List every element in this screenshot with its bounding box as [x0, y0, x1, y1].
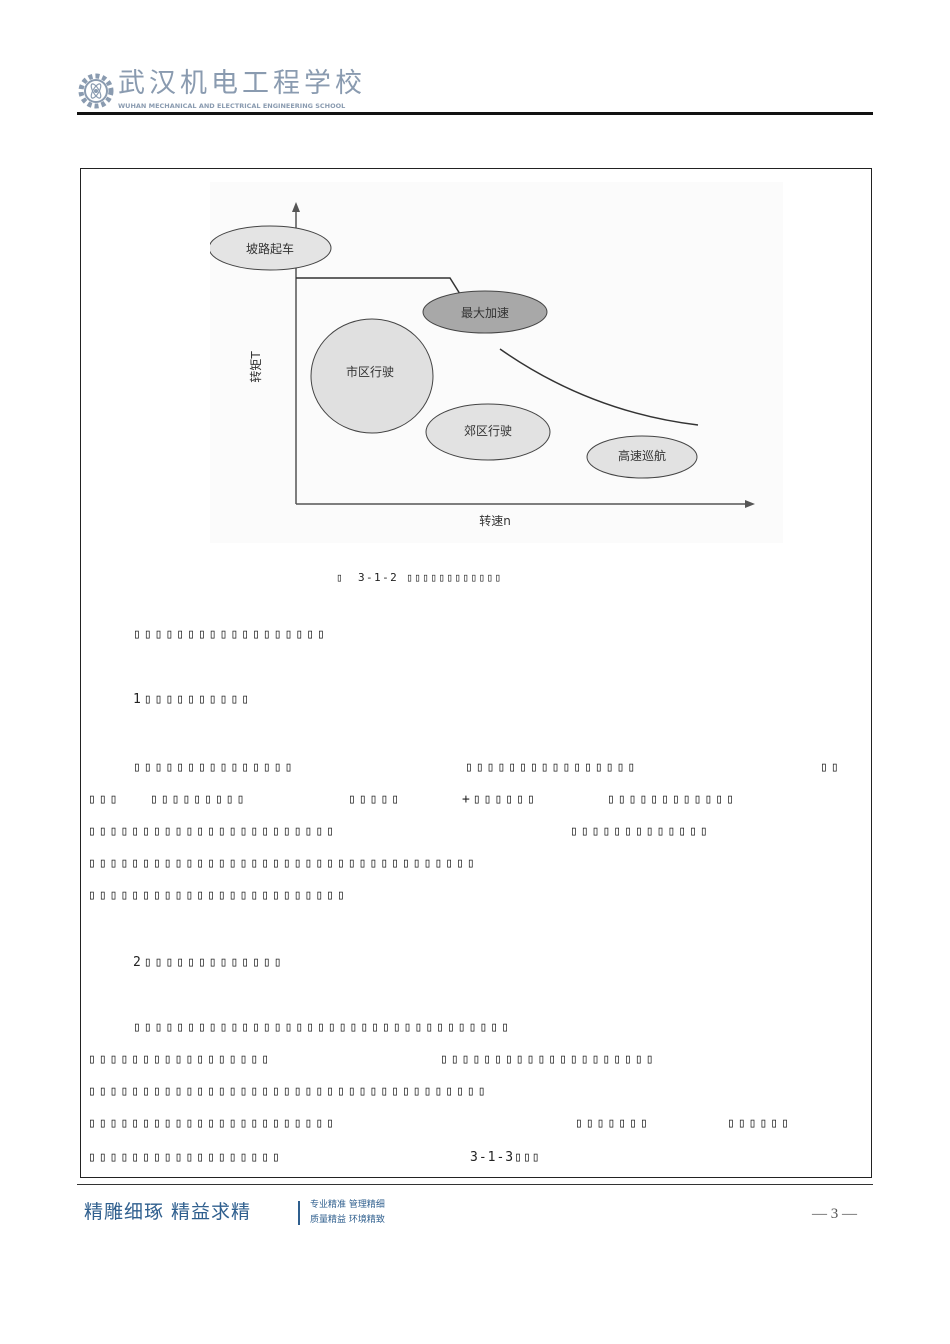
paragraph-line: ▯▯▯▯▯▯▯▯▯	[150, 792, 248, 807]
paragraph-line: ▯▯▯▯▯▯▯▯▯▯▯▯▯▯▯▯▯	[88, 1052, 273, 1067]
region-label: 郊区行驶	[464, 423, 512, 438]
y-axis-label: 转矩T	[248, 351, 263, 383]
figure-caption: 3-1-2 ▯▯▯▯▯▯▯▯▯▯▯▯	[358, 571, 503, 584]
school-name-en: WUHAN MECHANICAL AND ELECTRICAL ENGINEER…	[118, 102, 346, 110]
region-label: 市区行驶	[346, 364, 394, 379]
content-frame	[80, 168, 872, 1178]
paragraph-line: ▯▯▯	[88, 792, 121, 807]
x-axis-arrow-icon	[745, 500, 755, 508]
x-axis-label: 转速n	[479, 513, 511, 528]
paragraph-line: ▯▯▯▯▯▯▯▯▯▯▯▯▯▯▯▯▯▯▯▯▯▯▯▯▯▯▯▯▯▯▯▯▯▯▯▯	[88, 856, 478, 871]
paragraph-line: ▯▯▯▯▯▯▯▯▯▯▯▯▯▯▯▯▯▯▯▯	[440, 1052, 657, 1067]
paragraph-line: ▯▯▯▯▯▯▯▯▯▯▯▯▯▯▯▯▯▯▯▯▯▯▯▯▯▯▯▯▯▯▯▯▯▯▯	[133, 1020, 512, 1035]
school-name-cn: 武汉机电工程学校	[118, 68, 366, 99]
region-highway	[586, 435, 698, 479]
region-label: 高速巡航	[618, 448, 666, 463]
paragraph-line: ▯▯▯▯▯▯▯▯▯▯▯▯▯▯▯▯▯▯▯▯▯▯▯▯	[88, 888, 348, 903]
section-heading-1: 1▯▯▯▯▯▯▯▯▯▯	[133, 692, 253, 707]
section-heading-2: 2▯▯▯▯▯▯▯▯▯▯▯▯▯	[133, 955, 285, 970]
region-city	[310, 318, 434, 434]
paragraph-line: 3-1-3▯▯▯	[470, 1150, 541, 1165]
caption-prefix: ▯	[336, 571, 344, 584]
paragraph-line: ▯▯	[820, 760, 842, 775]
footer-subslogan-1: 专业精准 管理精细	[310, 1200, 385, 1210]
slogan-separator	[298, 1201, 300, 1225]
paragraph-line: ▯▯▯▯▯▯▯▯▯▯▯▯▯▯▯▯	[465, 760, 639, 775]
paragraph-line: ▯▯▯▯▯▯	[727, 1116, 792, 1131]
footer-divider	[77, 1184, 873, 1185]
paragraph-line: ▯▯▯▯▯▯▯▯▯▯▯▯▯▯▯▯▯▯▯▯▯▯▯▯▯▯▯▯▯▯▯▯▯▯▯▯▯	[88, 1084, 489, 1099]
paragraph-line: ▯▯▯▯▯▯▯	[575, 1116, 651, 1131]
region-suburb	[425, 403, 551, 461]
region-max-accel	[422, 290, 548, 334]
paragraph-line: ▯▯▯▯▯▯▯▯▯▯▯▯▯▯▯	[133, 760, 296, 775]
footer-subslogan-2: 质量精益 环境精致	[310, 1215, 385, 1225]
paragraph-line: ▯▯▯▯▯▯▯▯▯▯▯▯▯▯▯▯▯▯▯▯▯▯▯	[88, 824, 338, 839]
school-gear-logo-icon	[78, 73, 114, 109]
page-number: — 3 —	[812, 1206, 857, 1222]
region-label: 最大加速	[461, 306, 509, 320]
region-label: 坡路起车	[246, 241, 294, 256]
torque-speed-figure: 坡路起车 最大加速 市区行驶 郊区行驶 高速巡航 转矩T 转速n	[208, 182, 783, 543]
paragraph-line: ▯▯▯▯▯	[348, 792, 403, 807]
paragraph-line: ▯▯▯▯▯▯▯▯▯▯▯▯▯▯▯▯▯▯	[133, 627, 328, 642]
y-axis-arrow-icon	[292, 202, 300, 212]
paragraph-line: +▯▯▯▯▯▯	[462, 792, 538, 807]
header-divider	[77, 112, 873, 115]
paragraph-line: ▯▯▯▯▯▯▯▯▯▯▯▯▯	[570, 824, 711, 839]
paragraph-line: ▯▯▯▯▯▯▯▯▯▯▯▯	[607, 792, 737, 807]
paragraph-line: ▯▯▯▯▯▯▯▯▯▯▯▯▯▯▯▯▯▯▯▯▯▯▯	[88, 1116, 338, 1131]
footer-slogan: 精雕细琢 精益求精	[84, 1201, 252, 1223]
paragraph-line: ▯▯▯▯▯▯▯▯▯▯▯▯▯▯▯▯▯▯	[88, 1150, 283, 1165]
